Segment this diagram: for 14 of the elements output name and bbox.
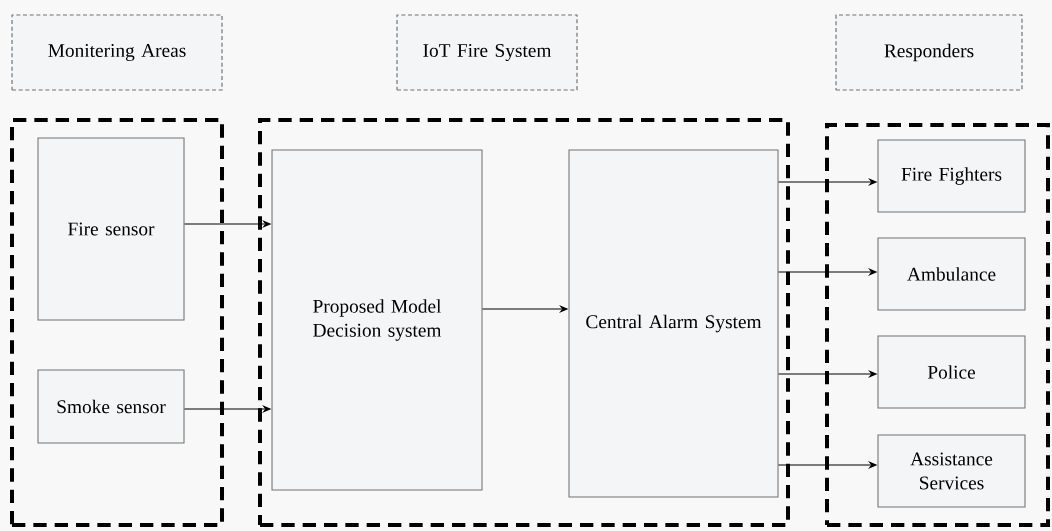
process-box: Police xyxy=(877,335,1026,409)
process-box: Ambulance xyxy=(877,237,1026,311)
heading-box: Responders xyxy=(835,14,1023,91)
process-box: Proposed Model Decision system xyxy=(271,149,483,491)
process-box: Fire Fighters xyxy=(877,139,1026,213)
process-box: Smoke sensor xyxy=(37,369,185,444)
heading-box: IoT Fire System xyxy=(396,14,578,91)
process-box: Fire sensor xyxy=(37,137,185,321)
group-frame xyxy=(258,118,790,527)
group-frame xyxy=(10,118,224,527)
process-box: Central Alarm System xyxy=(568,149,779,498)
group-frame xyxy=(825,123,1050,527)
process-box: Assistance Services xyxy=(877,434,1026,508)
heading-box: Monitering Areas xyxy=(11,14,223,91)
